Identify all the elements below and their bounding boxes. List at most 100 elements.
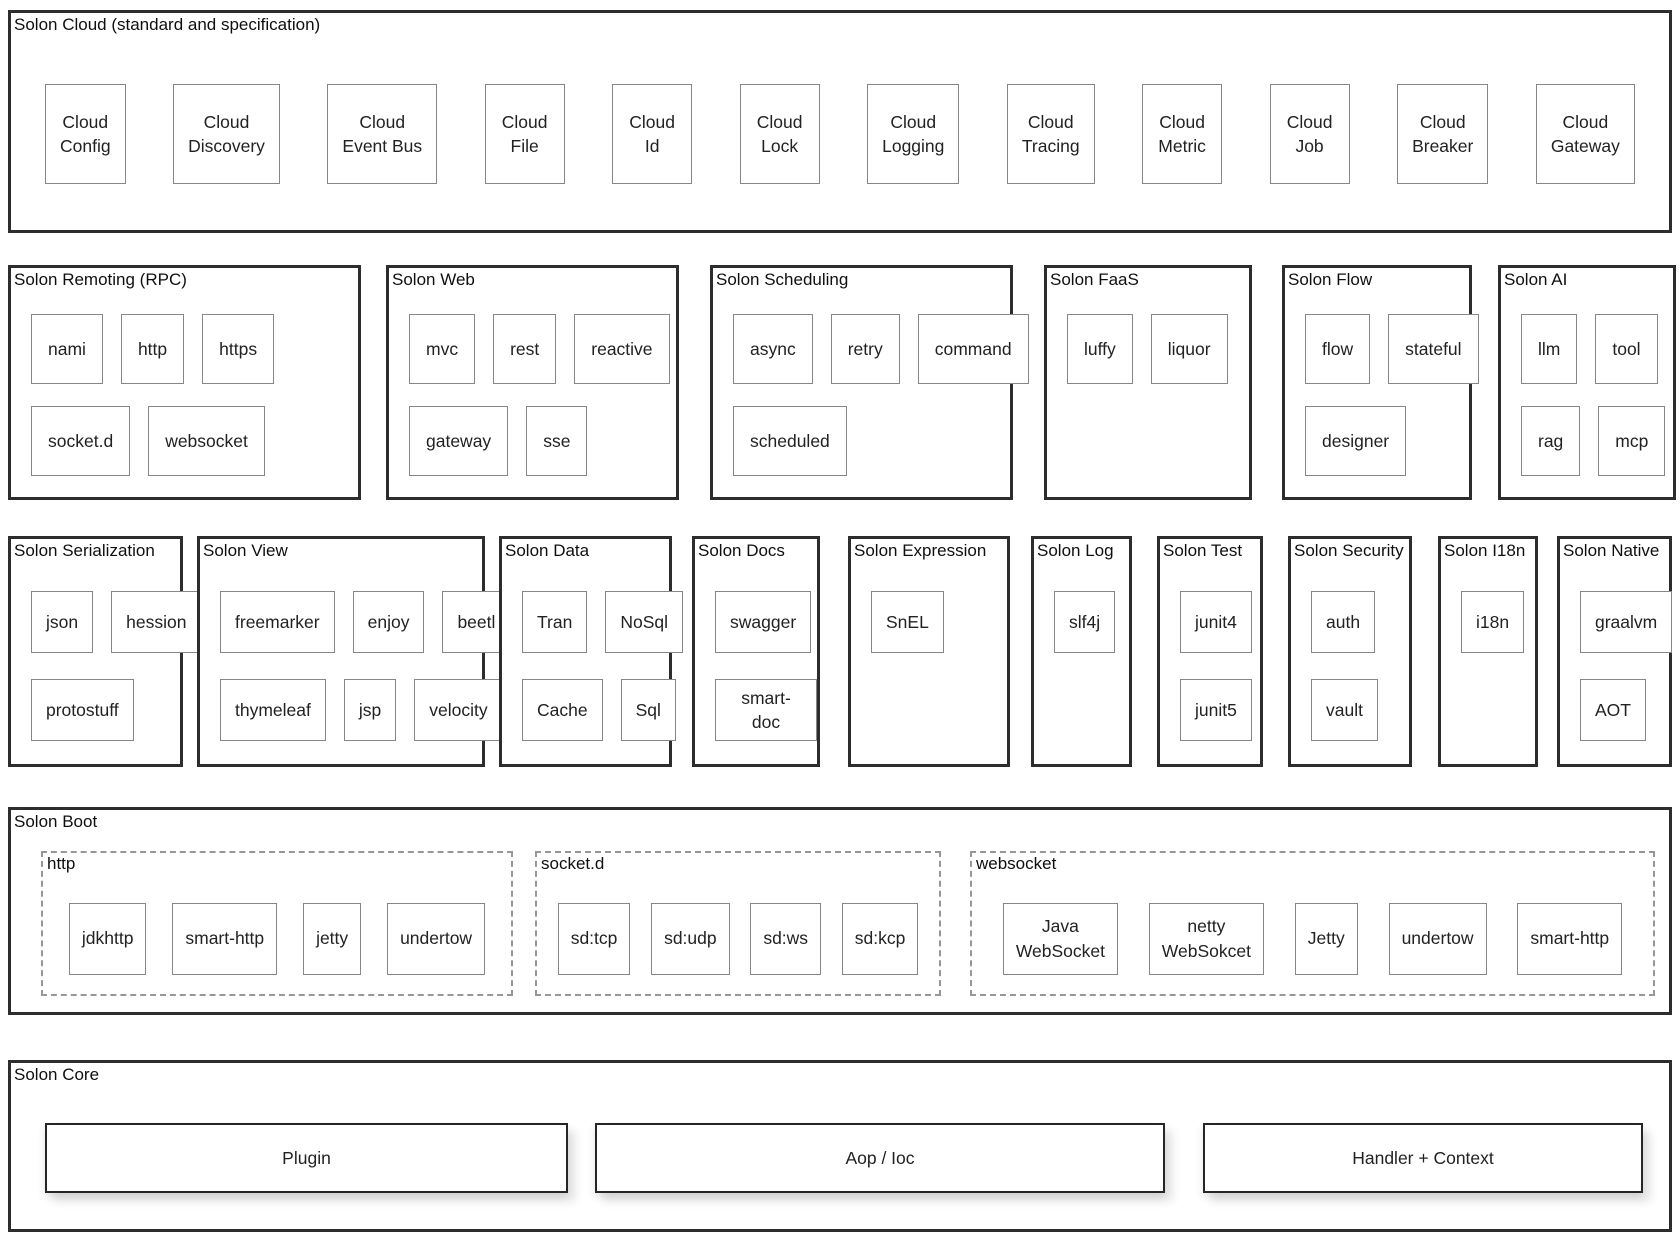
- module-row: i18n: [1461, 591, 1525, 653]
- module-smart-doc: smart-doc: [715, 679, 817, 741]
- panel-title: Solon Security: [1294, 541, 1404, 560]
- module-row: gateway sse: [409, 406, 588, 476]
- module-mcp: mcp: [1598, 406, 1666, 476]
- section-title: Solon Boot: [14, 812, 98, 831]
- panel-title: Solon Log: [1037, 541, 1114, 560]
- module-smart-http: smart-http: [172, 902, 278, 975]
- boot-group-label: websocket: [976, 854, 1057, 873]
- module-row: swagger: [715, 591, 812, 653]
- section-title: Solon Core: [14, 1065, 100, 1084]
- module-undertow: undertow: [387, 902, 486, 975]
- module-row: slf4j: [1054, 591, 1116, 653]
- module-scheduled: scheduled: [733, 406, 847, 476]
- core-module-handler-context: Handler + Context: [1203, 1123, 1643, 1193]
- module-gateway: gateway: [409, 406, 509, 476]
- module-rest: rest: [493, 314, 557, 384]
- module-cloud-logging: Cloud Logging: [867, 84, 960, 184]
- module-i18n: i18n: [1461, 591, 1525, 653]
- panel-module-rows: swagger smart-doc: [715, 591, 817, 741]
- module-sd-tcp: sd:tcp: [557, 902, 631, 975]
- module-row: SnEL: [871, 591, 944, 653]
- module-cloud-event-bus: Cloud Event Bus: [327, 84, 438, 184]
- module-async: async: [733, 314, 813, 384]
- module-cloud-config: Cloud Config: [45, 84, 126, 184]
- module-jsp: jsp: [343, 679, 397, 741]
- module-jetty: jetty: [303, 902, 362, 975]
- module-row: junit4: [1180, 591, 1252, 653]
- core-module-plugin: Plugin: [45, 1123, 568, 1193]
- panel-solon-log: Solon Log slf4j: [1031, 536, 1132, 767]
- module-cloud-breaker: Cloud Breaker: [1397, 84, 1489, 184]
- section-solon-cloud: Solon Cloud (standard and specification)…: [8, 10, 1672, 233]
- panel-module-rows: auth vault: [1311, 591, 1378, 741]
- boot-group-label: http: [47, 854, 76, 873]
- module-socket-d: socket.d: [31, 406, 131, 476]
- module-sse: sse: [526, 406, 588, 476]
- panel-title: Solon Remoting (RPC): [14, 270, 187, 289]
- module-liquor: liquor: [1150, 314, 1228, 384]
- module-thymeleaf: thymeleaf: [220, 679, 326, 741]
- module-freemarker: freemarker: [220, 591, 335, 653]
- module-mvc: mvc: [409, 314, 476, 384]
- module-row: scheduled: [733, 406, 847, 476]
- panel-module-rows: junit4 junit5: [1180, 591, 1252, 741]
- module-enjoy: enjoy: [352, 591, 425, 653]
- module-auth: auth: [1311, 591, 1376, 653]
- panel-title: Solon Test: [1163, 541, 1243, 560]
- panel-title: Solon Docs: [698, 541, 785, 560]
- module-row: vault: [1311, 679, 1378, 741]
- core-module-aop-ioc: Aop / Ioc: [595, 1123, 1165, 1193]
- module-aot: AOT: [1580, 679, 1646, 741]
- module-cloud-tracing: Cloud Tracing: [1006, 84, 1095, 184]
- panel-module-rows: SnEL: [871, 591, 944, 653]
- module-llm: llm: [1521, 314, 1578, 384]
- module-smart-http: smart-http: [1517, 902, 1623, 975]
- module-designer: designer: [1305, 406, 1407, 476]
- boot-group-label: socket.d: [541, 854, 605, 873]
- module-cloud-gateway: Cloud Gateway: [1535, 84, 1635, 184]
- module-row: junit5: [1180, 679, 1252, 741]
- module-graalvm: graalvm: [1580, 591, 1673, 653]
- panel-module-rows: slf4j: [1054, 591, 1116, 653]
- module-flow: flow: [1305, 314, 1371, 384]
- section-solon-core: Solon Core Plugin Aop / Ioc Handler + Cont…: [8, 1060, 1672, 1232]
- module-hession: hession: [111, 591, 202, 653]
- module-command: command: [917, 314, 1029, 384]
- panel-title: Solon FaaS: [1050, 270, 1139, 289]
- module-slf4j: slf4j: [1054, 591, 1116, 653]
- module-row: designer: [1305, 406, 1407, 476]
- module-junit5: junit5: [1180, 679, 1252, 741]
- panel-title: Solon Flow: [1288, 270, 1373, 289]
- module-cache: Cache: [522, 679, 603, 741]
- module-swagger: swagger: [715, 591, 812, 653]
- module-sd-ws: sd:ws: [750, 902, 822, 975]
- module-cloud-metric: Cloud Metric: [1142, 84, 1223, 184]
- module-reactive: reactive: [574, 314, 670, 384]
- module-cloud-file: Cloud File: [484, 84, 565, 184]
